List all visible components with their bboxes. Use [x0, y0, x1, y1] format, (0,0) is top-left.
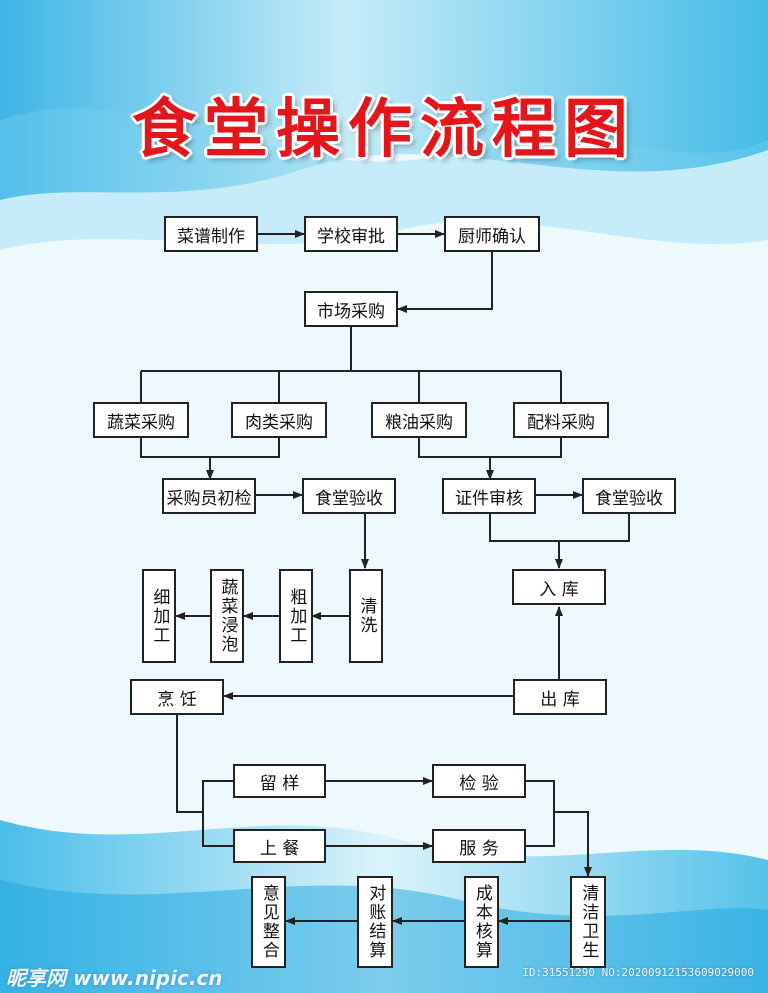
node-service: 服 务	[432, 829, 526, 863]
node-canteen-acceptance-1: 食堂验收	[302, 478, 396, 514]
node-fine-processing: 细加工	[142, 569, 176, 663]
node-cooking: 烹 饪	[130, 679, 224, 715]
page-title: 食堂操作流程图	[132, 93, 636, 167]
node-menu-making: 菜谱制作	[164, 216, 258, 252]
node-meat-purchase: 肉类采购	[231, 402, 327, 438]
node-rough-processing: 粗加工	[279, 569, 313, 663]
watermark-logo: 昵享网 www.nipic.cn	[6, 966, 223, 990]
node-chef-confirm: 厨师确认	[444, 216, 540, 252]
node-school-approval: 学校审批	[304, 216, 398, 252]
node-washing: 清洗	[349, 569, 383, 663]
node-grain-oil-purchase: 粮油采购	[371, 402, 467, 438]
node-serve-meal: 上 餐	[233, 829, 326, 863]
node-vegetable-purchase: 蔬菜采购	[93, 402, 189, 438]
node-certificate-review: 证件审核	[442, 478, 536, 514]
node-settlement: 对账结算	[357, 876, 393, 968]
node-canteen-acceptance-2: 食堂验收	[582, 478, 676, 514]
node-market-purchase: 市场采购	[304, 291, 398, 327]
node-feedback-integration: 意见整合	[251, 876, 286, 968]
node-cleaning: 清洁卫生	[570, 876, 606, 968]
watermark-id: ID:31551290 NO:20200912153609029000	[522, 966, 754, 979]
node-keep-sample: 留 样	[233, 764, 326, 798]
node-vegetable-soaking: 蔬菜浸泡	[210, 569, 244, 663]
node-store-in: 入 库	[512, 569, 606, 605]
node-seasoning-purchase: 配料采购	[513, 402, 609, 438]
node-buyer-inspection: 采购员初检	[162, 478, 256, 514]
node-store-out: 出 库	[513, 679, 607, 715]
node-cost-accounting: 成本核算	[464, 876, 499, 968]
node-inspection: 检 验	[432, 764, 526, 798]
